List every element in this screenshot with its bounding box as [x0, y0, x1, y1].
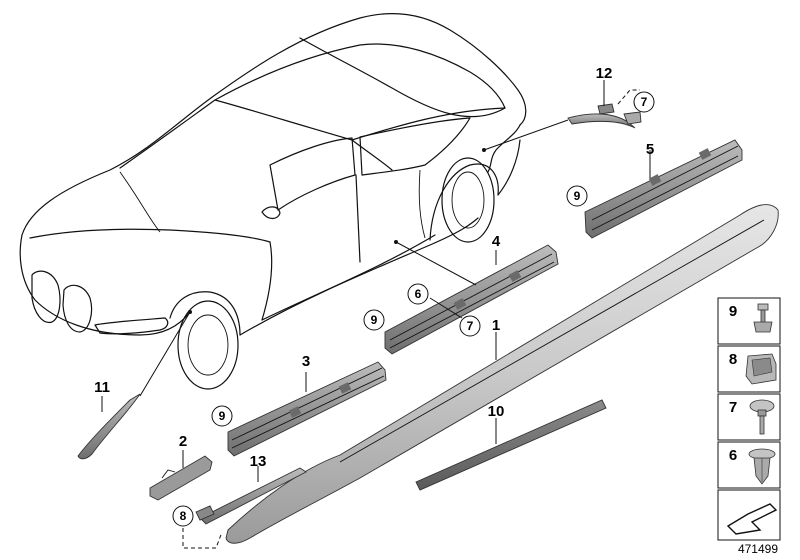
callout-5: 5 — [646, 141, 654, 158]
callout-11: 11 — [94, 379, 110, 396]
legend-item-6: 6 — [717, 441, 781, 489]
callout-4: 4 — [492, 233, 501, 250]
circled-ref-4-9: 9 — [363, 309, 385, 331]
car-outline — [19, 12, 527, 390]
part-4-bracket — [384, 244, 559, 355]
nut-clip-icon — [745, 353, 777, 385]
part-13-strip — [195, 467, 307, 525]
orientation-symbol — [717, 489, 781, 541]
callout-10: 10 — [488, 403, 505, 420]
screw-icon — [749, 399, 775, 435]
svg-text:6: 6 — [415, 287, 422, 301]
part-12-trim — [567, 103, 642, 129]
part-3-bracket — [227, 361, 387, 457]
svg-text:9: 9 — [371, 313, 378, 327]
callout-13: 13 — [250, 453, 267, 470]
callout-3: 3 — [302, 353, 310, 370]
fastener-legend: 9 8 7 — [717, 297, 781, 541]
callout-1: 1 — [492, 317, 500, 334]
legend-item-8: 8 — [717, 345, 781, 393]
svg-text:7: 7 — [641, 95, 648, 109]
circled-ref-4-7: 7 — [459, 315, 481, 337]
part-2-bracket — [149, 455, 213, 501]
diagram-id: 471499 — [738, 542, 778, 556]
circled-ref-5-9: 9 — [566, 185, 588, 207]
part-5-bracket — [584, 139, 743, 239]
circled-ref-12-7: 7 — [633, 91, 655, 113]
circled-ref-3-9: 9 — [211, 405, 233, 427]
screw-clip-icon — [753, 303, 773, 333]
expanding-rivet-icon — [748, 448, 776, 485]
svg-text:8: 8 — [180, 509, 187, 523]
legend-item-9: 9 — [717, 297, 781, 345]
svg-text:7: 7 — [467, 319, 474, 333]
callout-2: 2 — [179, 433, 187, 450]
svg-text:6: 6 — [729, 447, 737, 464]
part-10-strip — [415, 399, 607, 491]
svg-text:7: 7 — [729, 399, 737, 416]
svg-text:8: 8 — [729, 351, 737, 368]
circled-ref-4-6: 6 — [407, 283, 429, 305]
svg-text:9: 9 — [574, 189, 581, 203]
svg-text:9: 9 — [729, 303, 737, 320]
callout-12: 12 — [596, 65, 613, 82]
legend-item-7: 7 — [717, 393, 781, 441]
svg-text:9: 9 — [219, 409, 226, 423]
orientation-arrow-icon — [726, 503, 778, 535]
part-1-sill — [225, 204, 779, 544]
part-11-trim — [77, 393, 141, 460]
circled-ref-13-8: 8 — [172, 505, 194, 527]
